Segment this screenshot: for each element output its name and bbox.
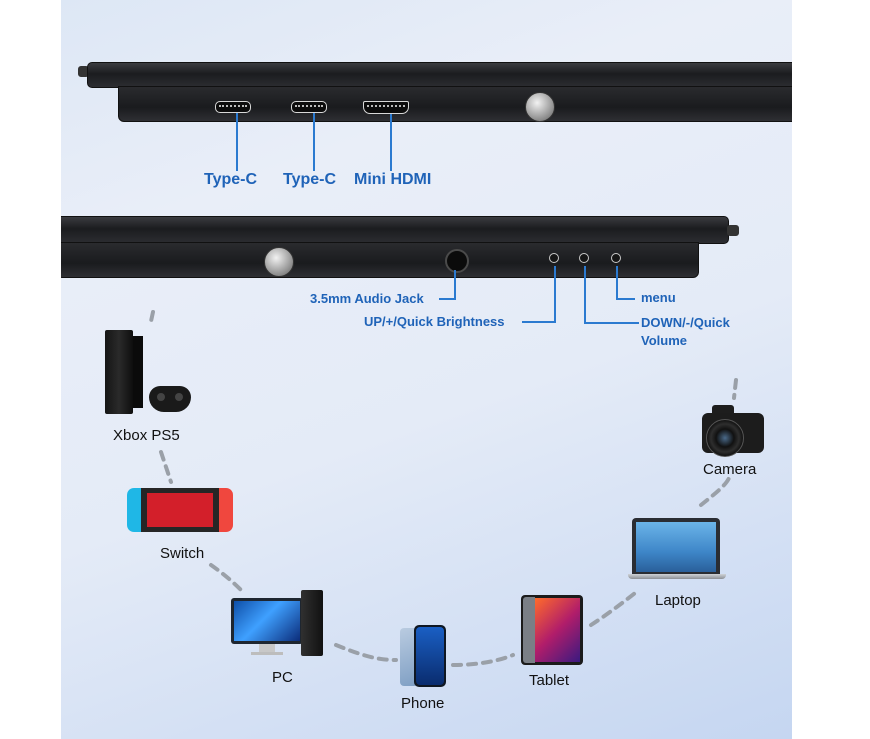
volume-label-line2: Volume [641,333,687,348]
type-c-label-2: Type-C [283,171,337,188]
mini-hdmi-port [363,101,409,114]
hinge-knob-top [525,92,555,122]
type-c-port-2 [291,101,327,113]
menu-label: menu [641,290,676,305]
brightness-button [549,253,559,263]
camera-label: Camera [703,461,757,478]
pc-label: PC [272,669,293,686]
type-c-label-1: Type-C [204,171,258,188]
switch-label: Switch [160,545,205,562]
menu-button [611,253,621,263]
laptop-label: Laptop [655,592,701,609]
mini-hdmi-label: Mini HDMI [354,171,432,188]
audio-jack-label: 3.5mm Audio Jack [310,291,424,306]
volume-label-line1: DOWN/-/Quick [641,315,730,330]
product-panel: Type-C Type-C Mini HDMI 3.5mm Audio Jack… [61,0,792,739]
tablet-label: Tablet [529,672,570,689]
volume-button [579,253,589,263]
phone-label: Phone [401,695,445,712]
audio-jack-port [445,249,469,273]
hinge-knob-bottom [264,247,294,277]
device-connector-path [148,310,738,667]
brightness-label: UP/+/Quick Brightness [364,314,505,329]
xbox-ps5-label: Xbox PS5 [113,427,180,444]
type-c-port-1 [215,101,251,113]
